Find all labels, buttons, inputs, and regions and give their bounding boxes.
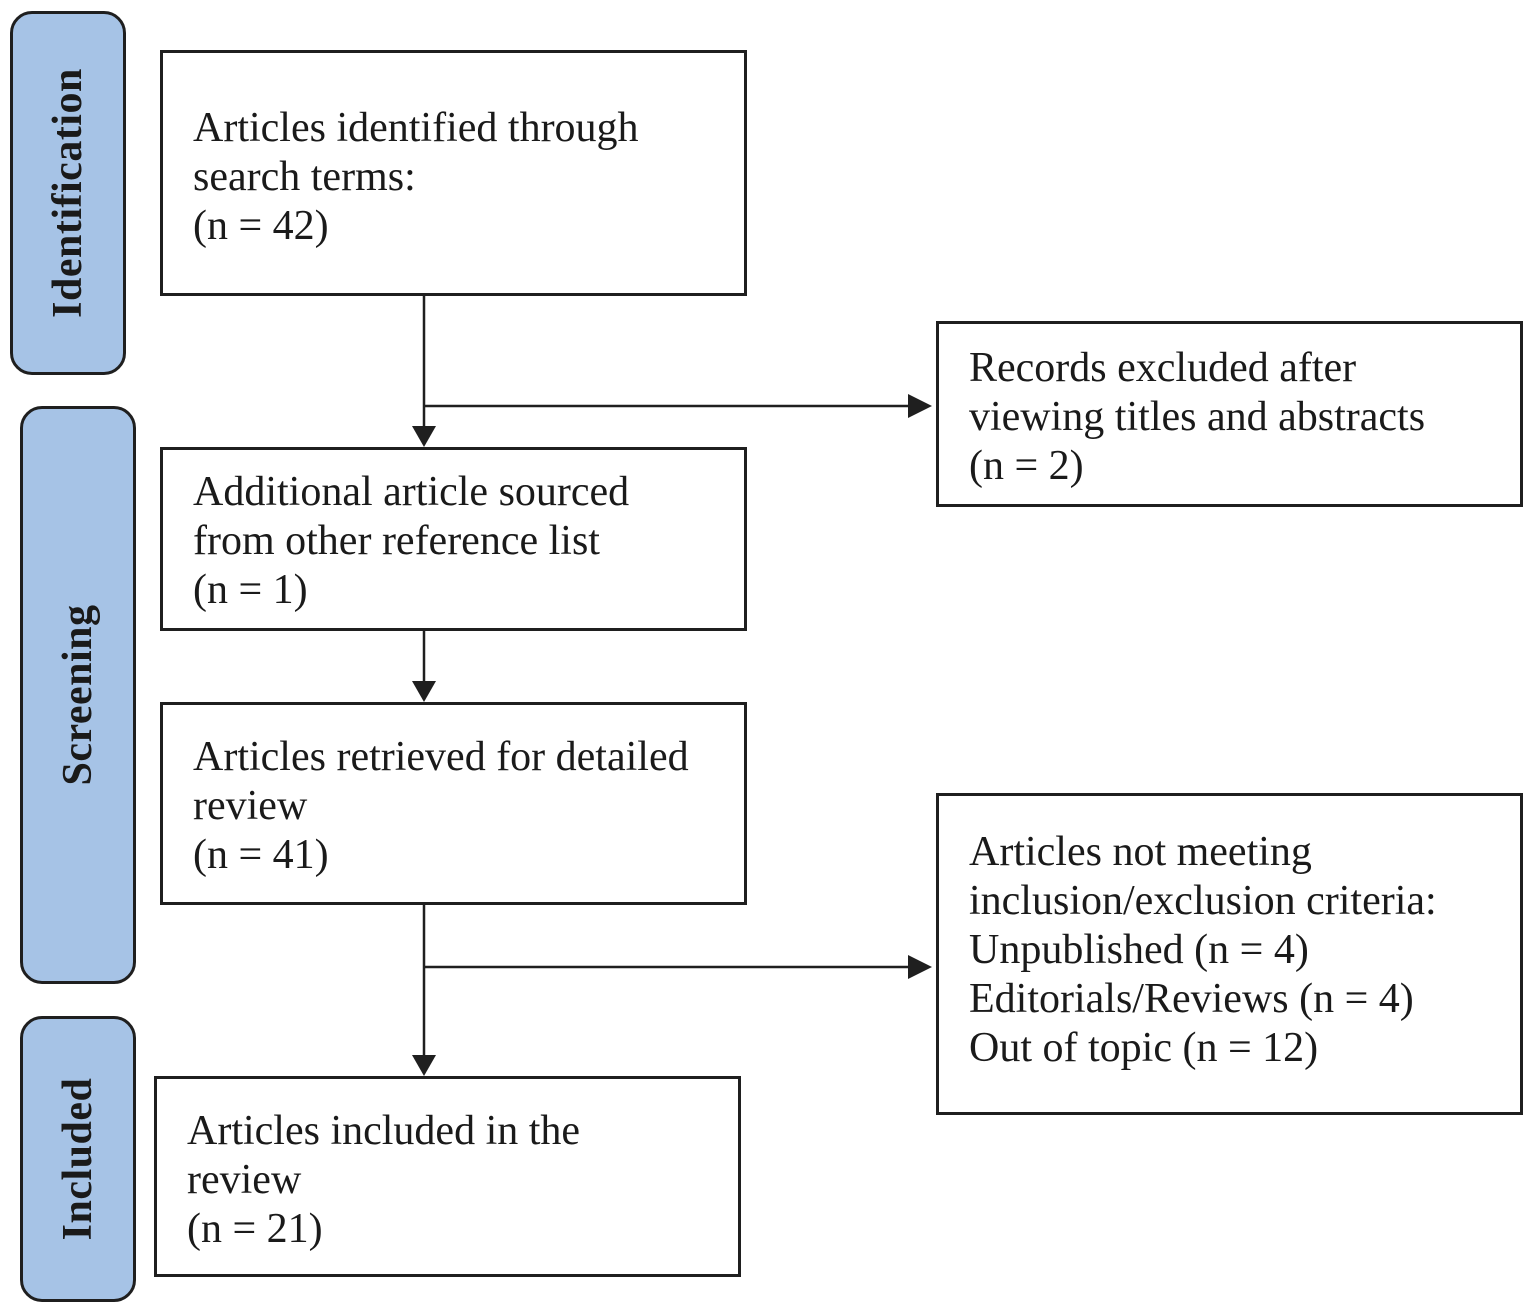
box-text-line: viewing titles and abstracts	[969, 394, 1426, 440]
box-articles-retrieved: Articles retrieved for detailed review (…	[160, 702, 747, 905]
box-articles-identified: Articles identified through search terms…	[160, 50, 747, 296]
box-count: (n = 41)	[193, 832, 329, 878]
stage-screening: Screening	[20, 406, 136, 984]
box-additional-article: Additional article sourced from other re…	[160, 447, 747, 631]
stage-included: Included	[20, 1016, 136, 1302]
exclusion-reason-editorials: Editorials/Reviews (n = 4)	[969, 976, 1414, 1022]
box-text-line: Articles retrieved for detailed	[193, 734, 689, 780]
box-count: (n = 21)	[187, 1206, 323, 1252]
box-count: (n = 2)	[969, 443, 1084, 489]
stage-identification: Identification	[10, 11, 126, 375]
arrowhead-retrieved	[412, 681, 436, 702]
box-articles-included: Articles included in the review (n = 21)	[154, 1076, 741, 1277]
stage-included-label: Included	[55, 1077, 101, 1241]
arrowhead-additional	[412, 426, 436, 447]
box-text-line: from other reference list	[193, 518, 600, 564]
box-count: (n = 1)	[193, 567, 308, 613]
box-articles-not-meeting-criteria: Articles not meeting inclusion/exclusion…	[936, 793, 1523, 1115]
box-text-line: Articles identified through	[193, 105, 639, 151]
box-text-line: review	[187, 1157, 302, 1203]
stage-identification-label: Identification	[45, 68, 91, 318]
exclusion-reason-out-of-topic: Out of topic (n = 12)	[969, 1025, 1319, 1071]
exclusion-reason-unpublished: Unpublished (n = 4)	[969, 927, 1309, 973]
box-records-excluded: Records excluded after viewing titles an…	[936, 321, 1523, 507]
box-text-line: Additional article sourced	[193, 469, 630, 515]
box-text-line: inclusion/exclusion criteria:	[969, 878, 1437, 924]
box-text-line: Articles included in the	[187, 1108, 581, 1154]
box-text-line: Records excluded after	[969, 345, 1357, 391]
arrowhead-records-excluded	[908, 394, 932, 418]
arrowhead-included	[412, 1055, 436, 1076]
arrowhead-not-meeting-criteria	[908, 955, 932, 979]
box-count: (n = 42)	[193, 203, 329, 249]
box-text-line: Articles not meeting	[969, 829, 1312, 875]
box-text-line: review	[193, 783, 308, 829]
stage-screening-label: Screening	[55, 604, 101, 786]
box-text-line: search terms:	[193, 154, 416, 200]
